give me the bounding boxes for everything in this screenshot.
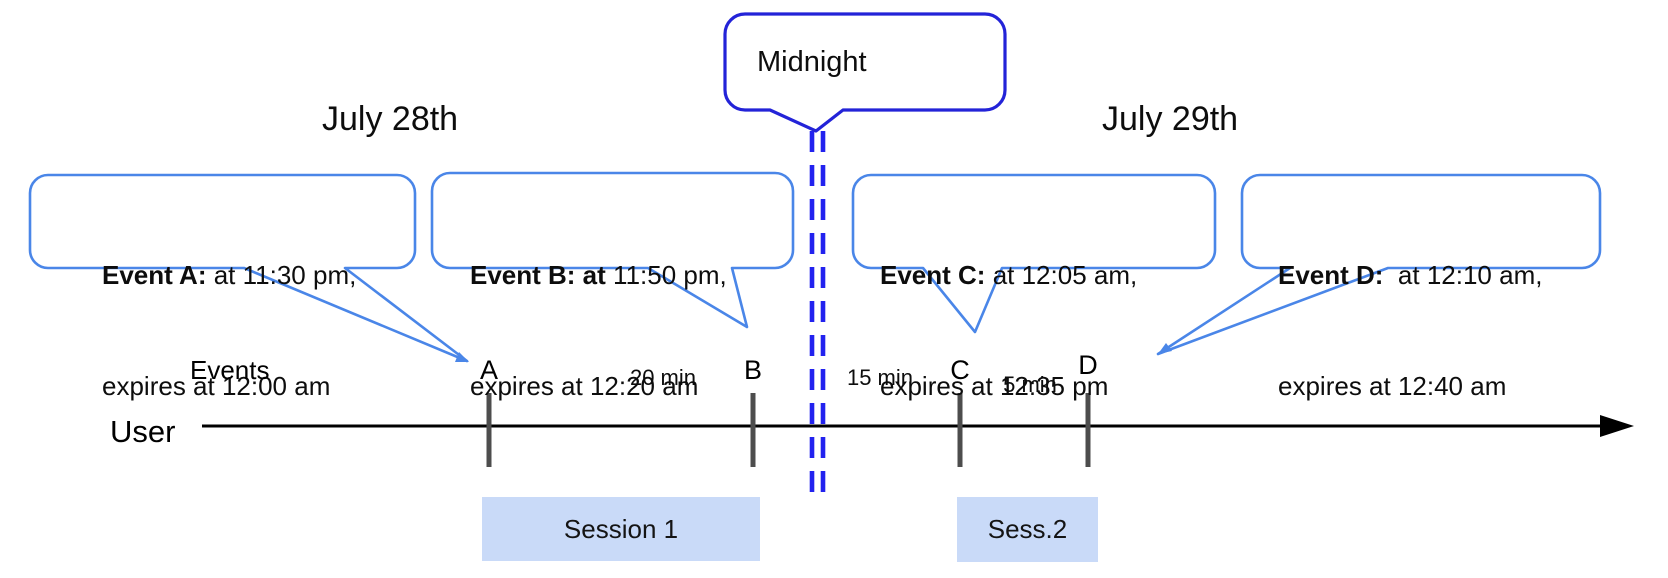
midnight-label: Midnight xyxy=(757,45,867,78)
timeline-arrowhead-icon xyxy=(1600,415,1634,437)
session-2-label: Sess.2 xyxy=(987,514,1068,544)
user-axis-label: User xyxy=(110,414,176,449)
date-july-29: July 29th xyxy=(1102,100,1239,138)
session-2-box: Sess.2 xyxy=(957,497,1098,562)
event-b-line1: Event B: at 11:50 pm, xyxy=(470,260,727,290)
date-july-28: July 28th xyxy=(322,100,459,138)
event-b-callout-shape xyxy=(430,171,795,329)
event-c-line1: Event C: at 12:05 am, xyxy=(880,260,1138,290)
event-b-line2: expires at 12:20 am xyxy=(470,371,699,401)
event-d-line1: Event D: at 12:10 am, xyxy=(1278,260,1543,290)
event-d-tail-arrowhead-icon xyxy=(1158,343,1172,354)
event-a-text: Event A: at 11:30 pm, expires at 12:00 a… xyxy=(102,183,356,479)
tick-label-d: D xyxy=(1078,350,1098,380)
midnight-callout-shape xyxy=(723,12,1007,133)
session-1-label: Session 1 xyxy=(563,513,679,544)
event-b-text: Event B: at 11:50 pm, expires at 12:20 a… xyxy=(470,183,727,479)
event-a-callout-shape xyxy=(28,173,469,363)
tick-label-a: A xyxy=(479,355,498,385)
interval-20min-label: 20 min xyxy=(629,365,697,390)
event-a-tail-arrowhead-icon xyxy=(455,352,469,362)
event-d-callout-shape xyxy=(1156,173,1602,356)
event-d-text: Event D: at 12:10 am, expires at 12:40 a… xyxy=(1278,183,1542,479)
tick-label-b: B xyxy=(743,355,762,385)
interval-15min-label: 15 min xyxy=(846,365,914,390)
event-a-line2: expires at 12:00 am xyxy=(102,371,331,401)
event-c-line2: expires at 12:35 pm xyxy=(880,371,1109,401)
event-a-line1: Event A: at 11:30 pm, xyxy=(102,260,357,290)
event-c-text: Event C: at 12:05 am, expires at 12:35 p… xyxy=(880,183,1137,479)
event-c-callout-shape xyxy=(851,173,1217,334)
tick-label-c: C xyxy=(950,355,970,385)
event-d-line2: expires at 12:40 am xyxy=(1278,371,1507,401)
session-1-box: Session 1 xyxy=(482,497,760,561)
interval-5min-label: 5 min xyxy=(1003,372,1057,397)
events-axis-label: Events xyxy=(190,355,270,385)
